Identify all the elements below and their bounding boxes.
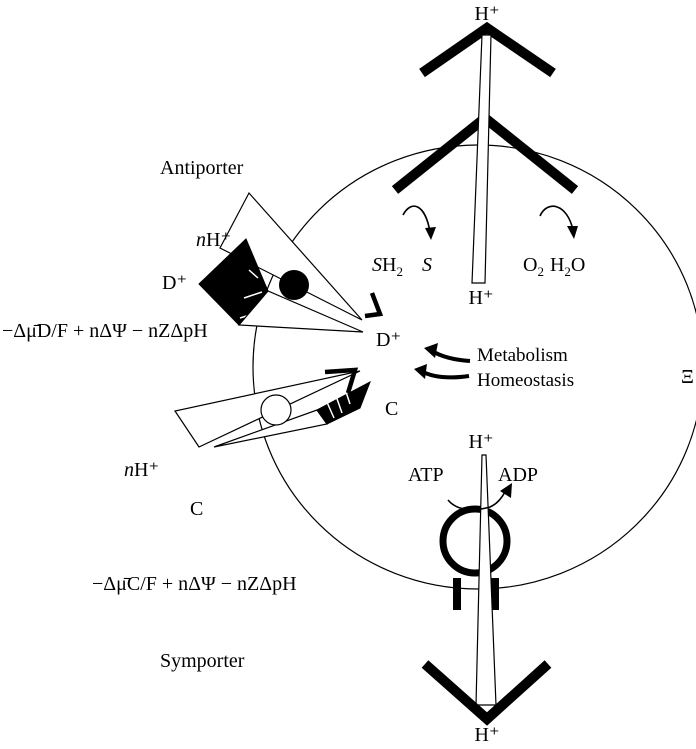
- sh2-subscript: 2: [396, 264, 403, 279]
- label-d-inside: D⁺: [376, 329, 401, 351]
- label-s: S: [422, 254, 432, 276]
- label-nh-antiporter: nH⁺: [196, 229, 231, 251]
- antiporter-carrier: [279, 270, 309, 300]
- atp-synthase-stalk-right: [491, 578, 499, 610]
- homeostasis-arrow: [420, 369, 470, 380]
- o2-o: O: [523, 254, 537, 276]
- symporter-c-solid-wedge: [316, 380, 371, 425]
- antiporter-d-open-wedge: [237, 290, 364, 333]
- h2o-o: O: [571, 254, 585, 276]
- label-eq-c: −Δμ̄C/F + nΔΨ − nZΔpH: [92, 573, 297, 595]
- adp-arrowhead: [500, 483, 512, 498]
- label-h-top: H⁺: [475, 3, 500, 25]
- metabolism-arrow: [430, 349, 471, 363]
- label-atp: ATP: [408, 464, 444, 486]
- antiporter-hook-arrow: [364, 292, 384, 319]
- label-metabolism: Metabolism: [477, 345, 568, 366]
- label-eq-d: −Δμ̄D/F + nΔΨ − nZΔpH: [2, 320, 208, 342]
- respiration-pump: [391, 21, 579, 284]
- label-h-bottom: H⁺: [475, 724, 500, 746]
- sh2-arrowhead: [425, 227, 436, 240]
- antiporter: [198, 191, 384, 333]
- proton-wedge-top: [471, 34, 492, 284]
- label-c-inside: C: [385, 398, 398, 420]
- label-c-outside: C: [190, 498, 203, 520]
- label-antiporter: Antiporter: [160, 157, 244, 179]
- symporter-carrier: [260, 394, 292, 426]
- nh-antiporter-h: H⁺: [206, 229, 231, 251]
- atp-to-adp-arrow: [447, 489, 507, 511]
- h2o-h: H: [550, 254, 564, 276]
- o2-subscript: 2: [537, 264, 544, 279]
- bottom-chevron: [421, 660, 552, 726]
- antiporter-wedge-hatching: [239, 269, 267, 319]
- sh2-h: H: [382, 254, 396, 276]
- label-h-center: H⁺: [469, 287, 494, 309]
- nh-symporter-h: H⁺: [134, 459, 159, 481]
- nh-symporter-n: n: [124, 459, 134, 481]
- nh-antiporter-n: n: [196, 229, 206, 251]
- label-symporter: Symporter: [160, 650, 245, 672]
- homeostasis-arrowhead: [414, 364, 427, 379]
- o2-reduction-arrow: [539, 205, 574, 231]
- label-h-atp: H⁺: [469, 431, 494, 453]
- label-d-outside: D⁺: [162, 272, 187, 294]
- label-sh2: SH2: [372, 254, 403, 279]
- atp-synthase-head: [439, 505, 511, 577]
- h2o-subscript: 2: [564, 264, 571, 279]
- symporter-hook-arrow: [324, 367, 359, 394]
- symporter-wedge-hatching: [325, 391, 351, 419]
- sh2-oxidation-arrow: [402, 205, 431, 233]
- atp-synthase-stalk-left: [453, 578, 461, 610]
- o2-arrowhead: [567, 226, 578, 239]
- atp-synthase: [421, 454, 552, 726]
- label-side-mark: Ξ: [681, 366, 694, 388]
- label-homeostasis: Homeostasis: [477, 370, 574, 391]
- metabolism-arrowhead: [424, 343, 438, 358]
- symporter: [174, 367, 371, 448]
- sh2-s: S: [372, 254, 382, 276]
- label-adp: ADP: [498, 464, 538, 486]
- metabolism-arrows: [414, 343, 471, 380]
- pump-top-chevron: [419, 21, 556, 78]
- label-nh-symporter: nH⁺: [124, 459, 159, 481]
